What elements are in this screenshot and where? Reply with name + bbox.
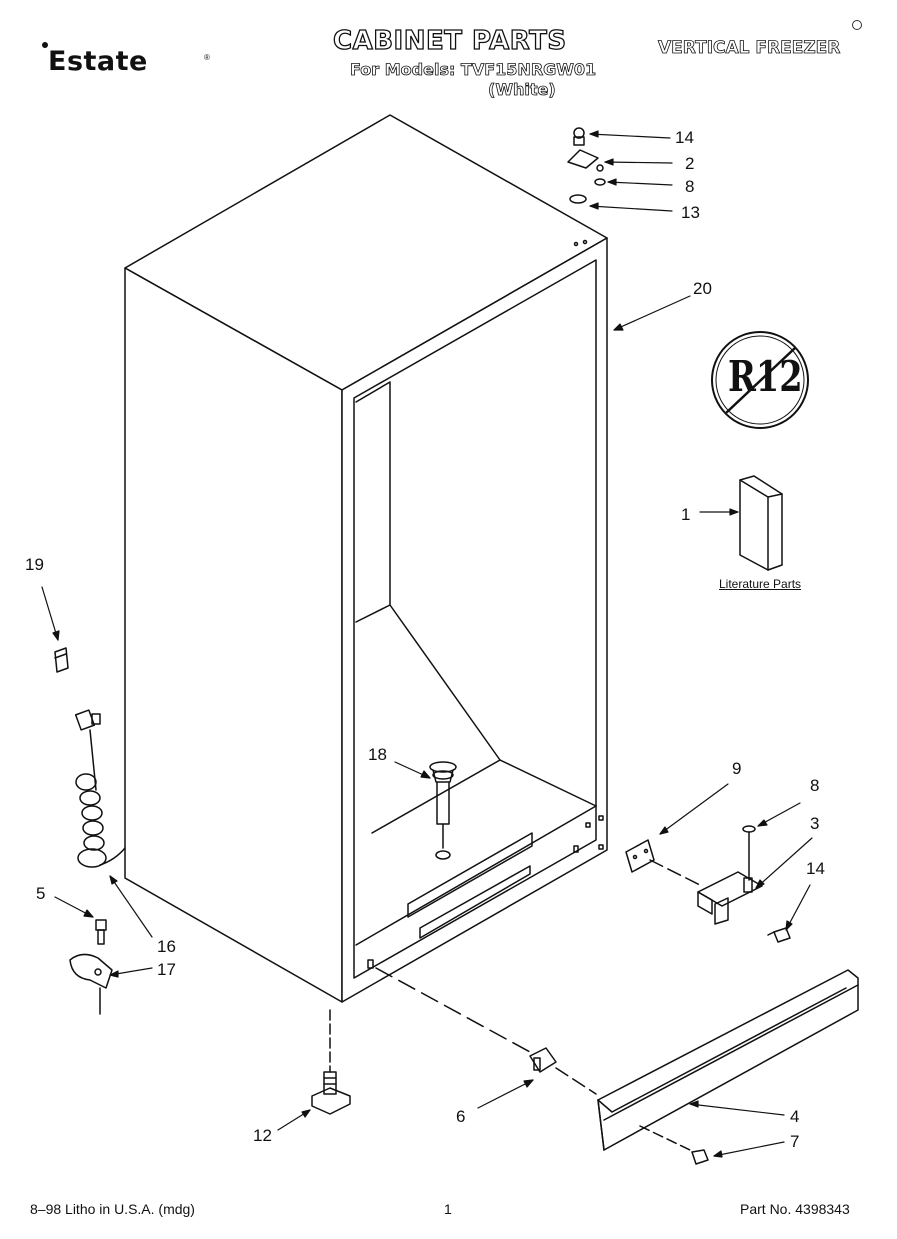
- callout-14-bottom: 14: [806, 859, 825, 878]
- top-hinge-parts: [567, 127, 606, 204]
- footer-page-number: 1: [444, 1201, 452, 1217]
- callout-18: 18: [368, 745, 387, 764]
- callout-16: 16: [157, 937, 176, 956]
- no-r12-icon: [711, 331, 809, 429]
- part-12-leveling-leg: [311, 1009, 351, 1115]
- callout-20: 20: [693, 279, 712, 298]
- bottom-hinge-parts: [697, 825, 791, 943]
- registered-mark: ®: [204, 53, 210, 62]
- part-7-screw: [639, 1125, 709, 1165]
- callout-2: 2: [685, 154, 695, 173]
- part-18-drain-tube: [429, 761, 457, 860]
- part-6-bracket: [375, 967, 597, 1095]
- power-cord: [74, 709, 126, 868]
- leader-lines: [41, 130, 813, 1158]
- part-19-clip: [54, 647, 69, 673]
- callout-8-bottom: 8: [810, 776, 820, 795]
- part-4-grille: [597, 969, 859, 1151]
- callout-13: 13: [681, 203, 700, 222]
- literature-parts-label: Literature Parts: [719, 577, 802, 591]
- callout-6: 6: [456, 1107, 466, 1126]
- cord-clamp-parts: [69, 919, 113, 1015]
- footer-litho: 8–98 Litho in U.S.A. (mdg): [30, 1201, 195, 1217]
- callout-14-top: 14: [675, 128, 694, 147]
- models-line: For Models: TVF15NRGW01: [350, 60, 597, 80]
- callout-1: 1: [681, 505, 691, 524]
- callout-7: 7: [790, 1132, 800, 1151]
- callout-19: 19: [25, 555, 44, 574]
- page-title: CABINET PARTS: [332, 25, 567, 56]
- r12-label: R12: [728, 352, 803, 401]
- literature-booklet-icon: [739, 475, 783, 571]
- callout-4: 4: [790, 1107, 800, 1126]
- corner-mark: [852, 20, 862, 30]
- part-9-plate: [625, 839, 701, 886]
- color-line: (White): [488, 80, 556, 100]
- callout-9: 9: [732, 759, 742, 778]
- callout-8-top: 8: [685, 177, 695, 196]
- callout-12: 12: [253, 1126, 272, 1145]
- footer-part-number: Part No. 4398343: [740, 1201, 850, 1217]
- product-type: VERTICAL FREEZER: [658, 38, 841, 59]
- callout-3: 3: [810, 814, 820, 833]
- brand-logo: Estate: [48, 46, 148, 77]
- callout-17: 17: [157, 960, 176, 979]
- cabinet-body: [124, 114, 608, 1003]
- brand-dot: [42, 42, 48, 48]
- callout-5: 5: [36, 884, 46, 903]
